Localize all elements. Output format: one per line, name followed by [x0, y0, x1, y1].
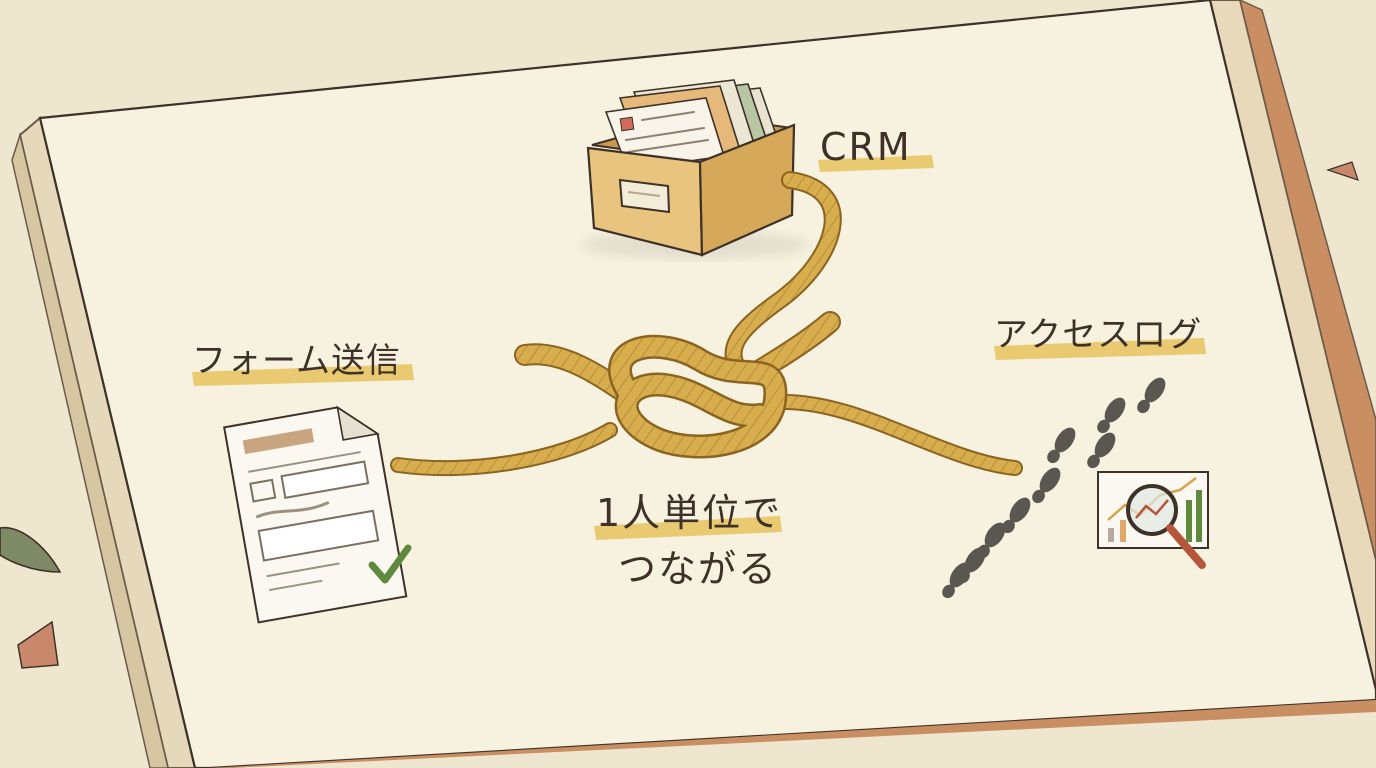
- center-caption-line1: 1人単位で: [596, 491, 782, 535]
- access-log-label: アクセスログ: [994, 315, 1202, 355]
- center-caption-line2: つながる: [618, 547, 778, 591]
- form-submission-label: フォーム送信: [192, 341, 401, 381]
- crm-label: CRM: [820, 125, 912, 169]
